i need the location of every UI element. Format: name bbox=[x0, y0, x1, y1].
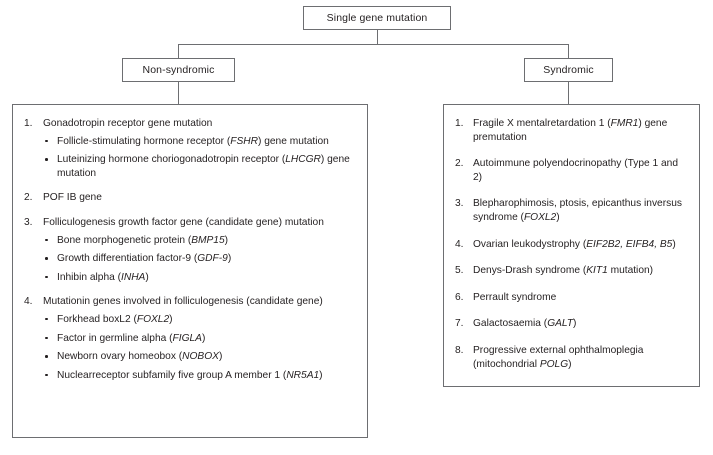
list-item-number: 2. bbox=[24, 192, 33, 204]
list-item: 2. POF IB gene bbox=[24, 191, 356, 205]
list-item-text: Galactosaemia (GALT) bbox=[473, 318, 577, 330]
list-item-number: 3. bbox=[24, 216, 33, 228]
gene-name: INHA bbox=[121, 271, 146, 283]
list-item-text: Ovarian leukodystrophy (EIF2B2, EIFB4, B… bbox=[473, 238, 676, 250]
node-non-syndromic: Non-syndromic bbox=[122, 58, 235, 82]
sub-list: Bone morphogenetic protein (BMP15) Growth… bbox=[43, 234, 356, 285]
list-item-number: 1. bbox=[24, 118, 33, 129]
list-item: 3. Blepharophimosis, ptosis, epicanthus i… bbox=[455, 197, 688, 224]
sub-list-item: Follicle-stimulating hormone receptor (F… bbox=[43, 135, 356, 149]
gene-name: FSHR bbox=[230, 135, 258, 147]
list-item-text: Fragile X mentalretardation 1 (FMR1) gen… bbox=[473, 118, 668, 143]
list-item: 4. Ovarian leukodystrophy (EIF2B2, EIFB4,… bbox=[455, 238, 688, 252]
list-item-number: 4. bbox=[24, 296, 33, 308]
bullet-icon bbox=[45, 355, 48, 358]
syndromic-list: 1. Fragile X mentalretardation 1 (FMR1) g… bbox=[455, 117, 688, 371]
bullet-icon bbox=[45, 257, 48, 260]
bullet-icon bbox=[45, 336, 48, 340]
gene-name: POLG bbox=[539, 358, 569, 370]
list-item-text: Autoimmune polyendocrinopathy (Type 1 an… bbox=[473, 158, 679, 183]
node-single-gene-mutation: Single gene mutation bbox=[303, 6, 451, 30]
gene-name: FMR1 bbox=[610, 118, 639, 129]
list-item-number: 7. bbox=[455, 318, 464, 330]
gene-name: BMP15 bbox=[191, 234, 225, 246]
list-item-text: Mutationin genes involved in folliculoge… bbox=[43, 296, 323, 308]
bullet-icon bbox=[45, 275, 48, 279]
list-item-number: 8. bbox=[455, 344, 464, 356]
gene-name: EIF2B2, EIFB4, B5 bbox=[586, 238, 673, 250]
sub-list-item: Inhibin alpha (INHA) bbox=[43, 271, 356, 285]
list-item-number: 4. bbox=[455, 238, 464, 250]
gene-name: GALT bbox=[547, 318, 574, 330]
list-item-text: Folliculogenesis growth factor gene (can… bbox=[43, 216, 324, 228]
list-item-text: Denys-Drash syndrome (KIT1 mutation) bbox=[473, 265, 654, 277]
list-item-number: 2. bbox=[455, 158, 464, 170]
gene-name: NR5A1 bbox=[286, 369, 320, 381]
connector-root-stem bbox=[377, 30, 378, 44]
node-root-label: Single gene mutation bbox=[326, 12, 428, 24]
sub-list-item: Bone morphogenetic protein (BMP15) bbox=[43, 234, 356, 248]
gene-name: FOXL2 bbox=[523, 211, 557, 223]
list-item-text: POF IB gene bbox=[43, 192, 102, 204]
list-item: 7. Galactosaemia (GALT) bbox=[455, 317, 688, 331]
connector-syndromic-to-panel bbox=[568, 82, 569, 104]
sub-list-item: Newborn ovary homeobox (NOBOX) bbox=[43, 350, 356, 364]
gene-name: LHCGR bbox=[285, 154, 321, 166]
panel-syndromic-causes: 1. Fragile X mentalretardation 1 (FMR1) g… bbox=[443, 104, 700, 387]
list-item-number: 1. bbox=[455, 118, 464, 129]
sub-list-item: Forkhead boxL2 (FOXL2) bbox=[43, 313, 356, 327]
list-item-number: 3. bbox=[455, 198, 464, 210]
bullet-icon bbox=[45, 139, 48, 143]
sub-list-item: Growth differentiation factor-9 (GDF-9) bbox=[43, 252, 356, 266]
list-item: 2. Autoimmune polyendocrinopathy (Type 1 … bbox=[455, 157, 688, 184]
sub-list: Forkhead boxL2 (FOXL2) Factor in germline… bbox=[43, 313, 356, 382]
bullet-icon bbox=[45, 238, 48, 242]
list-item-text: Blepharophimosis, ptosis, epicanthus inv… bbox=[473, 198, 682, 223]
bullet-icon bbox=[45, 317, 48, 321]
list-item: 8. Progressive external ophthalmoplegia (… bbox=[455, 344, 688, 371]
sub-list-item: Factor in germline alpha (FIGLA) bbox=[43, 332, 356, 346]
node-syndromic: Syndromic bbox=[524, 58, 613, 82]
node-non-syndromic-label: Non-syndromic bbox=[142, 64, 215, 76]
list-item: 3. Folliculogenesis growth factor gene (c… bbox=[24, 216, 356, 284]
list-item: 1. Fragile X mentalretardation 1 (FMR1) g… bbox=[455, 117, 688, 144]
node-syndromic-label: Syndromic bbox=[543, 64, 594, 76]
sub-list-item: Nuclearreceptor subfamily five group A m… bbox=[43, 369, 356, 383]
gene-name: NOBOX bbox=[182, 351, 219, 363]
list-item-text: Progressive external ophthalmoplegia (mi… bbox=[473, 344, 644, 370]
gene-name: FOXL2 bbox=[136, 313, 170, 325]
bullet-icon bbox=[45, 373, 48, 377]
gene-name: KIT1 bbox=[586, 265, 608, 277]
list-item-text: Gonadotropin receptor gene mutation bbox=[43, 118, 213, 129]
gene-name: GDF-9 bbox=[197, 253, 228, 265]
connector-to-syndromic bbox=[568, 44, 569, 58]
sub-list: Follicle-stimulating hormone receptor (F… bbox=[43, 135, 356, 181]
gene-name: FIGLA bbox=[172, 332, 202, 344]
list-item: 4. Mutationin genes involved in folliculo… bbox=[24, 295, 356, 382]
connector-non-syndromic-to-panel bbox=[178, 82, 179, 104]
list-item: 5. Denys-Drash syndrome (KIT1 mutation) bbox=[455, 264, 688, 278]
list-item-number: 6. bbox=[455, 291, 464, 303]
list-item-number: 5. bbox=[455, 265, 464, 277]
connector-to-non-syndromic bbox=[178, 44, 179, 58]
list-item: 6. Perrault syndrome bbox=[455, 291, 688, 305]
bullet-icon bbox=[45, 158, 48, 161]
connector-split-bar bbox=[178, 44, 569, 45]
sub-list-item: Luteinizing hormone choriogonadotropin r… bbox=[43, 153, 356, 180]
list-item-text: Perrault syndrome bbox=[473, 291, 557, 303]
